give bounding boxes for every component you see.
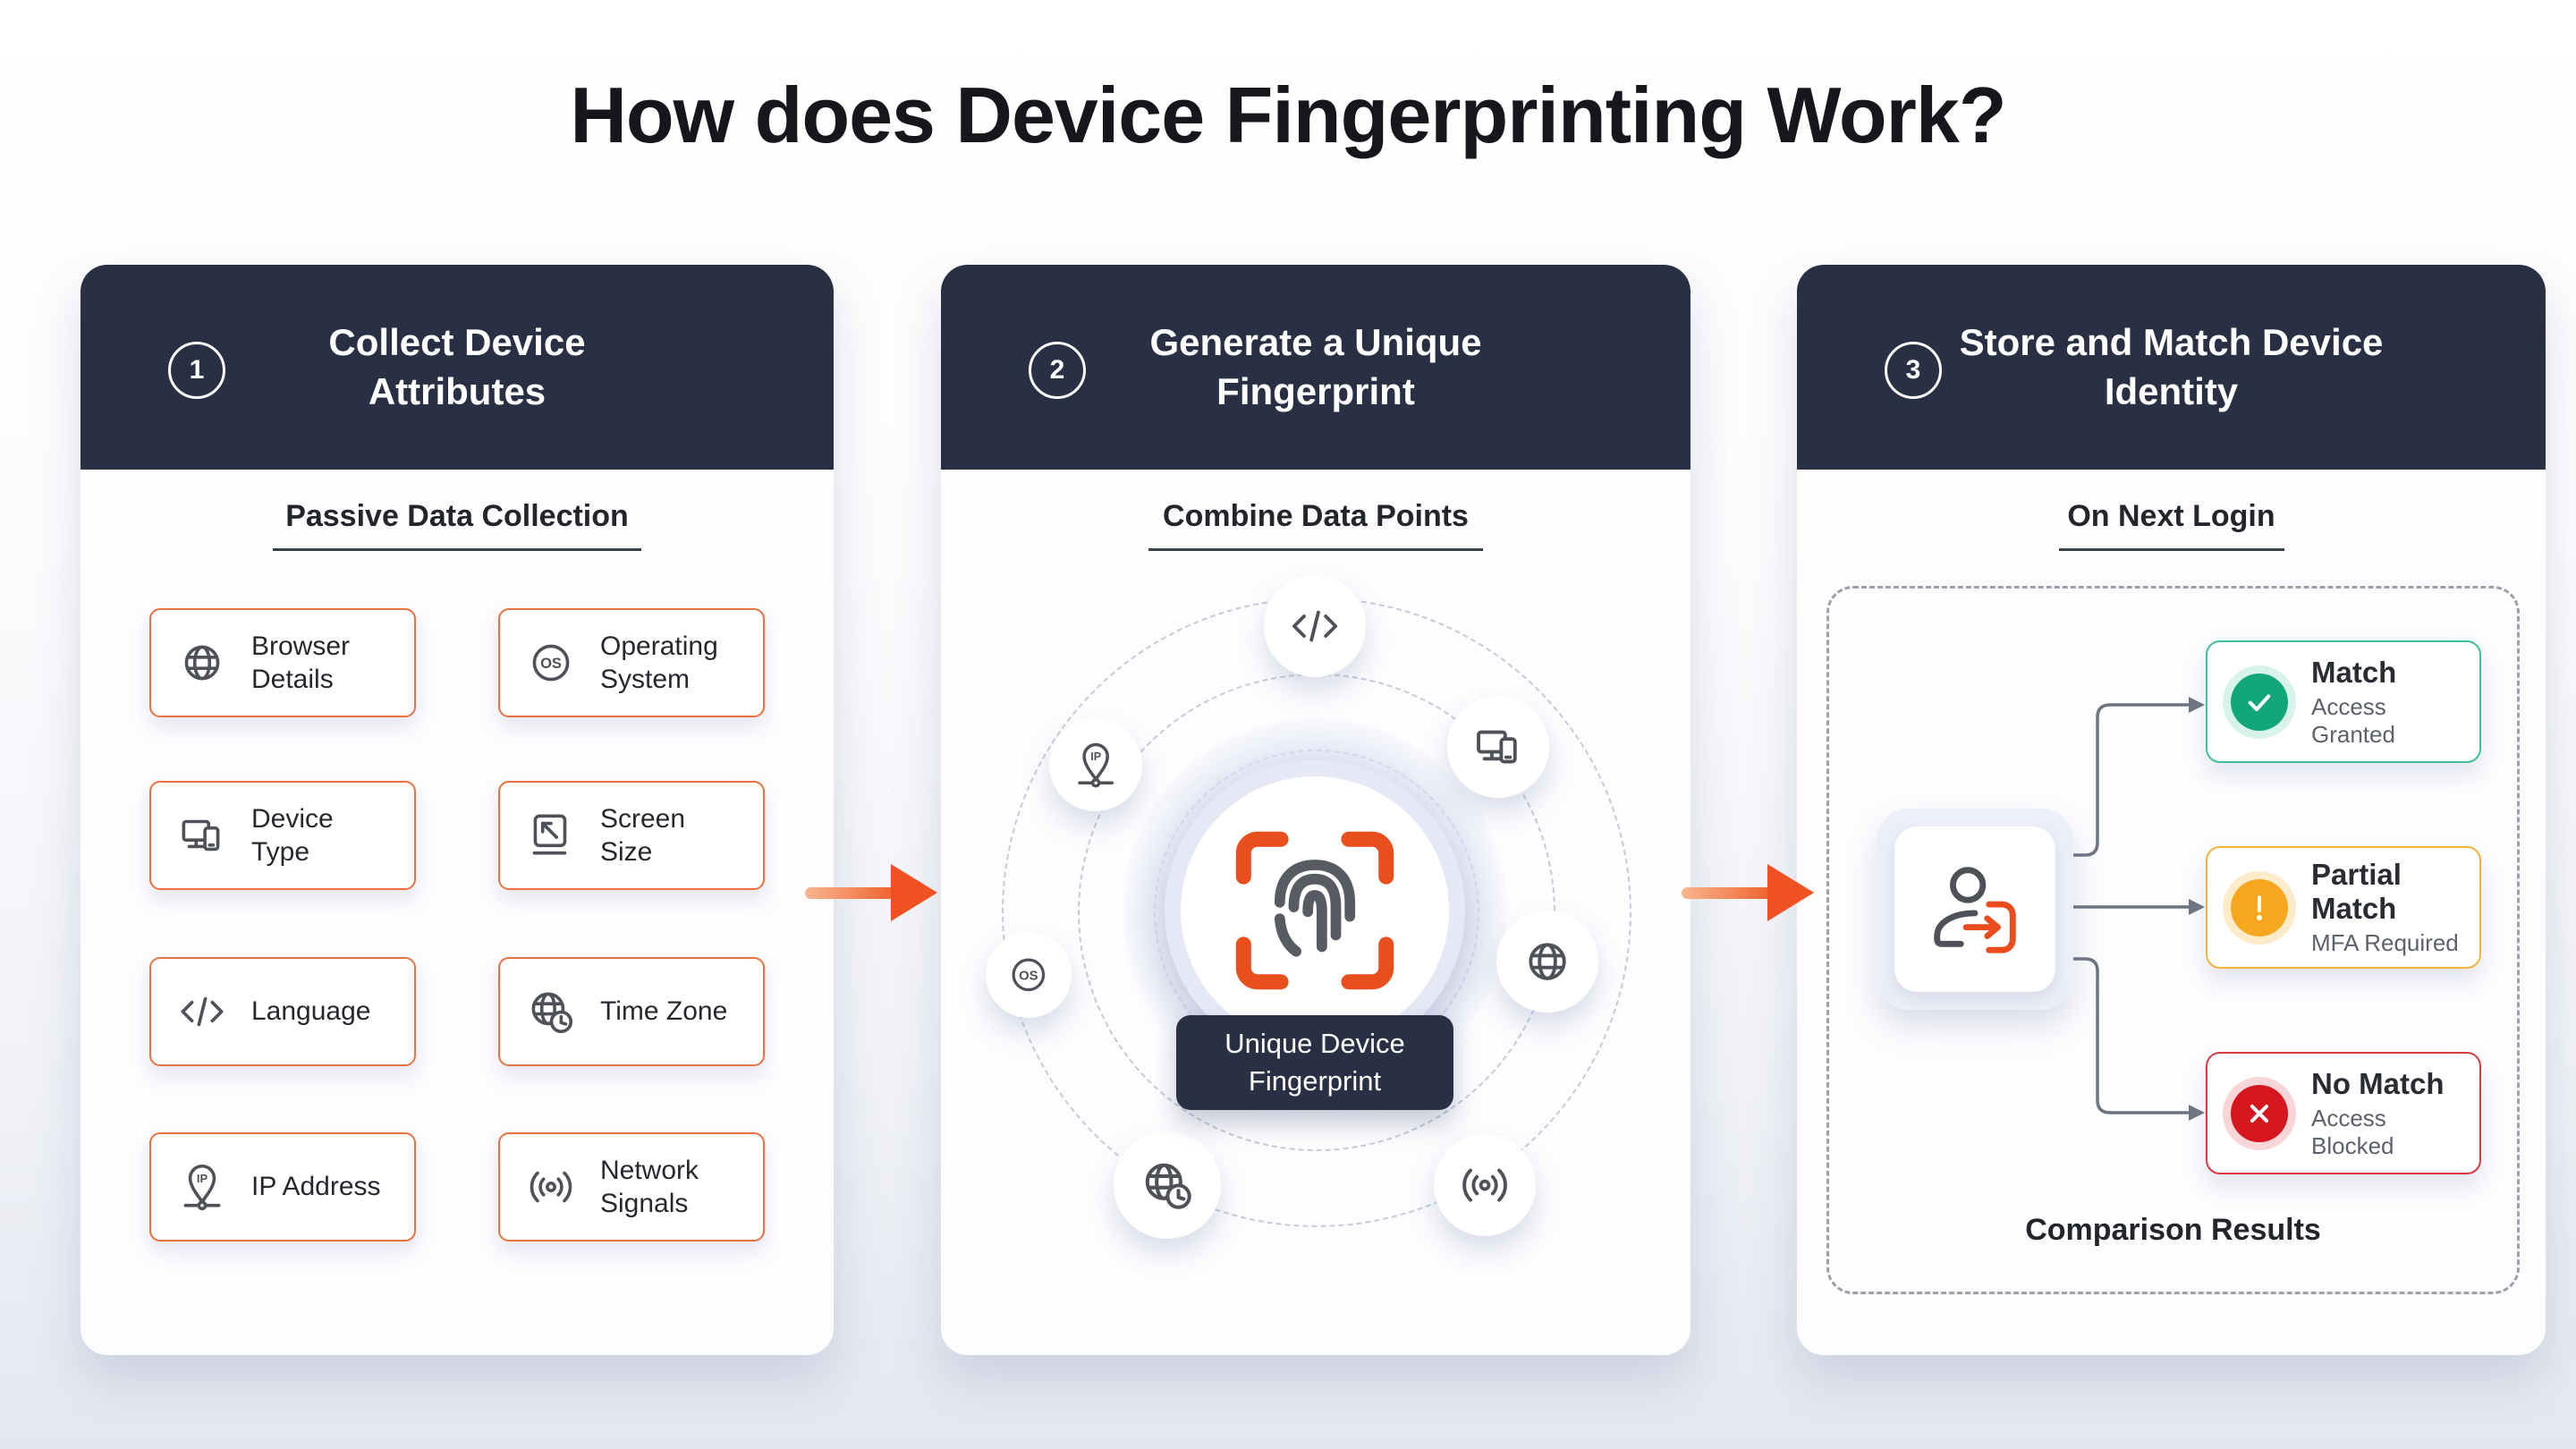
attribute-card-ip-address: IP IP Address bbox=[149, 1132, 416, 1241]
attribute-label: Operating System bbox=[600, 631, 718, 695]
panel-collect-attributes: 1 Collect Device Attributes Passive Data… bbox=[80, 265, 834, 1355]
panel2-subtitle-text: Combine Data Points bbox=[1163, 499, 1469, 533]
subtitle-underline bbox=[273, 548, 641, 551]
code-icon bbox=[174, 984, 230, 1039]
result-card-partial-match: Partial Match MFA Required bbox=[2206, 846, 2481, 969]
subtitle-underline bbox=[1148, 548, 1483, 551]
result-subtitle: Access Blocked bbox=[2311, 1104, 2394, 1159]
panel3-title: Store and Match Device Identity bbox=[1959, 320, 2384, 412]
panel3-subtitle: On Next Login bbox=[1797, 499, 2546, 551]
step-2-badge: 2 bbox=[1029, 342, 1086, 399]
panel2-title: Generate a Unique Fingerprint bbox=[1149, 320, 1482, 412]
os-icon: OS bbox=[523, 635, 579, 691]
ip-pin-icon: IP bbox=[1049, 718, 1142, 811]
attribute-card-network-signals: Network Signals bbox=[498, 1132, 765, 1241]
network-signals-icon bbox=[523, 1159, 579, 1215]
user-login-icon bbox=[1894, 826, 2055, 992]
result-subtitle: Access Granted bbox=[2311, 692, 2395, 748]
svg-text:IP: IP bbox=[1090, 750, 1101, 763]
result-title: No Match bbox=[2311, 1066, 2445, 1100]
step-3-badge: 3 bbox=[1885, 342, 1942, 399]
panel1-subtitle: Passive Data Collection bbox=[80, 499, 834, 551]
panel1-subtitle-text: Passive Data Collection bbox=[285, 499, 629, 533]
panel1-header: 1 Collect Device Attributes bbox=[80, 265, 834, 470]
check-icon bbox=[2231, 673, 2288, 731]
svg-text:OS: OS bbox=[540, 655, 562, 672]
arrow-head bbox=[891, 864, 937, 921]
attribute-label: Screen Size bbox=[600, 803, 686, 868]
panel2-header: 2 Generate a Unique Fingerprint bbox=[941, 265, 1690, 470]
x-icon bbox=[2231, 1084, 2288, 1142]
attribute-card-device-type: Device Type bbox=[149, 781, 416, 890]
comparison-container bbox=[1826, 586, 2520, 1294]
page-title: How does Device Fingerprinting Work? bbox=[570, 71, 2006, 159]
step-1-badge: 1 bbox=[168, 342, 225, 399]
panel-store-match: 3 Store and Match Device Identity On Nex… bbox=[1797, 265, 2546, 1355]
globe-icon bbox=[1496, 911, 1598, 1013]
attribute-card-time-zone: Time Zone bbox=[498, 957, 765, 1066]
arrow-shaft bbox=[1682, 887, 1775, 899]
globe-icon bbox=[174, 635, 230, 691]
network-signals-icon bbox=[1434, 1134, 1536, 1236]
code-icon bbox=[1264, 575, 1366, 677]
arrow-head bbox=[1767, 864, 1814, 921]
attribute-label: Device Type bbox=[251, 803, 334, 868]
attribute-card-browser-details: Browser Details bbox=[149, 608, 416, 717]
result-title: Partial Match bbox=[2311, 858, 2402, 925]
devices-icon bbox=[174, 808, 230, 863]
attribute-label: IP Address bbox=[251, 1172, 381, 1202]
svg-text:OS: OS bbox=[1019, 970, 1038, 984]
attribute-card-language: Language bbox=[149, 957, 416, 1066]
arrow-shaft bbox=[805, 887, 898, 899]
flow-arrow-2 bbox=[1682, 864, 1816, 921]
subtitle-underline bbox=[2058, 548, 2284, 551]
fingerprint-label: Unique Device Fingerprint bbox=[1176, 1015, 1453, 1110]
result-subtitle: MFA Required bbox=[2311, 929, 2459, 956]
panel1-title: Collect Device Attributes bbox=[328, 320, 586, 412]
svg-text:IP: IP bbox=[197, 1172, 208, 1185]
panel-generate-fingerprint: 2 Generate a Unique Fingerprint Combine … bbox=[941, 265, 1690, 1355]
panel3-header: 3 Store and Match Device Identity bbox=[1797, 265, 2546, 470]
result-title: Match bbox=[2311, 655, 2397, 689]
connector-lines bbox=[2073, 697, 2205, 1121]
attribute-card-screen-size: Screen Size bbox=[498, 781, 765, 890]
attribute-card-operating-system: OS Operating System bbox=[498, 608, 765, 717]
fingerprint-scan-icon bbox=[1181, 776, 1449, 1045]
attribute-label: Time Zone bbox=[600, 996, 728, 1027]
stored-identity-tile bbox=[1877, 809, 2073, 1010]
devices-icon bbox=[1447, 696, 1549, 798]
ip-pin-icon: IP bbox=[174, 1159, 230, 1215]
comparison-results-caption: Comparison Results bbox=[2025, 1213, 2321, 1247]
result-card-no-match: No Match Access Blocked bbox=[2206, 1052, 2481, 1174]
flow-arrow-1 bbox=[805, 864, 939, 921]
attribute-label: Network Signals bbox=[600, 1155, 699, 1219]
timezone-icon bbox=[523, 984, 579, 1039]
timezone-icon bbox=[1114, 1131, 1221, 1239]
os-icon: OS bbox=[986, 932, 1072, 1018]
exclamation-icon bbox=[2231, 878, 2288, 936]
panel3-subtitle-text: On Next Login bbox=[2067, 499, 2275, 533]
attribute-label: Browser Details bbox=[251, 631, 351, 695]
screen-size-icon bbox=[523, 808, 579, 863]
result-card-match: Match Access Granted bbox=[2206, 640, 2481, 763]
attribute-label: Language bbox=[251, 996, 371, 1027]
panel2-subtitle: Combine Data Points bbox=[941, 499, 1690, 551]
